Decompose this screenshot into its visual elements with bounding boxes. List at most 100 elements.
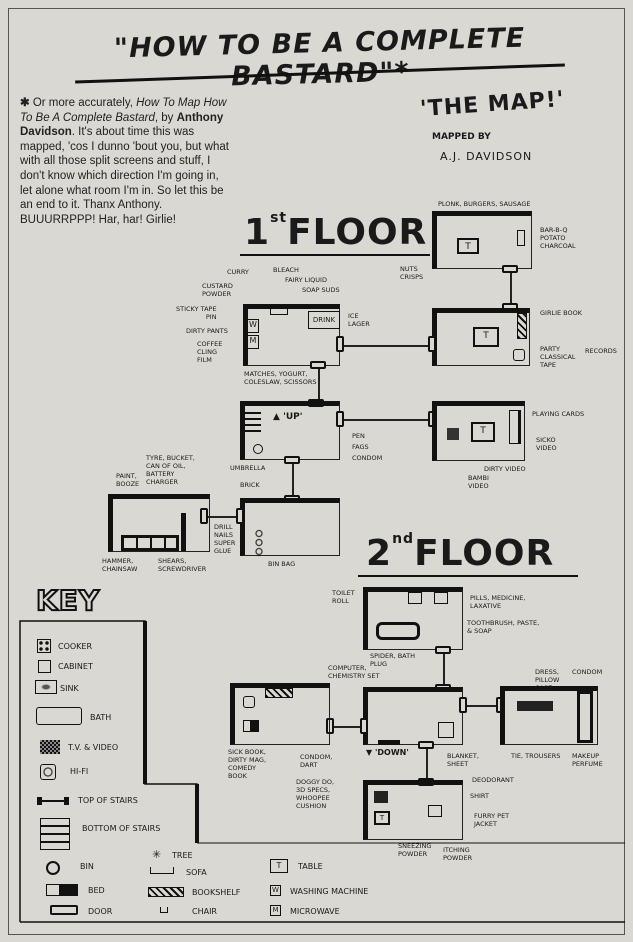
bin-icon bbox=[46, 861, 60, 875]
door[interactable] bbox=[236, 508, 244, 524]
floor-sup: nd bbox=[392, 531, 415, 547]
room-bathroom bbox=[363, 587, 463, 650]
label: MAKEUP PERFUME bbox=[572, 752, 603, 768]
door[interactable] bbox=[418, 741, 434, 749]
connector bbox=[318, 369, 320, 401]
key-label: TOP OF STAIRS bbox=[78, 796, 138, 805]
label: PILLS, MEDICINE, LAXATIVE bbox=[470, 594, 526, 610]
label: SNEEZING POWDER bbox=[398, 842, 432, 858]
connector bbox=[510, 273, 512, 309]
room-garage bbox=[240, 498, 340, 557]
mapped-by-label: MAPPED BY bbox=[432, 132, 491, 142]
label: DIRTY PANTS bbox=[186, 327, 228, 335]
door[interactable] bbox=[200, 508, 208, 524]
chair-icon bbox=[160, 907, 168, 913]
label: NUTS CRISPS bbox=[400, 265, 424, 281]
intro-author: Anthony Davidson bbox=[20, 111, 224, 139]
door[interactable] bbox=[428, 336, 436, 352]
cooker-icon bbox=[37, 639, 51, 653]
key-label: WASHING MACHINE bbox=[290, 887, 369, 896]
tv-video-icon bbox=[447, 428, 459, 440]
label: FURRY PET JACKET bbox=[474, 812, 510, 828]
door[interactable] bbox=[435, 646, 451, 654]
washing-machine-icon: W bbox=[270, 885, 281, 896]
connector bbox=[334, 726, 362, 728]
key-label: CABINET bbox=[58, 662, 93, 671]
shelves-icon bbox=[121, 535, 179, 551]
bookshelf-icon bbox=[517, 313, 527, 339]
label: FAIRY LIQUID bbox=[285, 276, 327, 284]
bin-bags-icon bbox=[255, 529, 263, 557]
label: DRESS, PILLOW CASE bbox=[535, 668, 560, 692]
wardrobe-icon bbox=[577, 691, 593, 743]
table-icon: T bbox=[270, 859, 288, 873]
intro-part: Or more accurately, bbox=[29, 97, 137, 109]
door[interactable] bbox=[360, 718, 368, 734]
door[interactable] bbox=[336, 336, 344, 352]
bed-icon bbox=[517, 701, 553, 711]
door[interactable] bbox=[326, 718, 334, 734]
label: PLAYING CARDS bbox=[532, 410, 585, 418]
bin-icon bbox=[253, 444, 263, 454]
label: CONDOM bbox=[352, 454, 383, 462]
bath-icon bbox=[376, 622, 420, 640]
label: TOOTHBRUSH, PASTE, & SOAP bbox=[467, 619, 540, 635]
label: SICKO VIDEO bbox=[536, 436, 557, 452]
room-bedroom-left bbox=[230, 683, 330, 745]
key-label: T.V. & VIDEO bbox=[68, 743, 119, 752]
door[interactable] bbox=[459, 697, 467, 713]
room-garden: T bbox=[432, 211, 532, 269]
cabinet-icon bbox=[428, 805, 442, 817]
bed-icon bbox=[243, 720, 259, 732]
key-label: HI-FI bbox=[70, 767, 89, 776]
room-shed bbox=[108, 494, 210, 552]
sofa-icon bbox=[150, 867, 174, 874]
asterisk-icon: ✱ bbox=[20, 97, 30, 109]
key-heading: KEY bbox=[35, 583, 101, 618]
connector bbox=[292, 464, 294, 498]
bottom-of-stairs-icon bbox=[40, 818, 70, 850]
label: HAMMER, CHAINSAW bbox=[102, 557, 138, 573]
label: BLANKET, SHEET bbox=[447, 752, 479, 768]
top-of-stairs-icon bbox=[37, 797, 69, 805]
key-label: TABLE bbox=[298, 862, 323, 871]
label: CUSTARD POWDER bbox=[202, 282, 233, 298]
up-label: ▲ 'UP' bbox=[273, 412, 303, 422]
label: CURRY bbox=[227, 268, 249, 276]
label: DIRTY VIDEO bbox=[484, 465, 526, 473]
label: MATCHES, YOGURT, COLESLAW, SCISSORS bbox=[244, 370, 317, 386]
label: SHEARS, SCREWDRIVER bbox=[158, 557, 207, 573]
connector bbox=[208, 516, 238, 518]
label: ICE LAGER bbox=[348, 312, 370, 328]
label: PAINT, BOOZE bbox=[116, 472, 140, 488]
door[interactable] bbox=[284, 456, 300, 464]
up-text: 'UP' bbox=[283, 412, 303, 422]
label: COMPUTER, CHEMISTRY SET bbox=[328, 664, 380, 680]
table-icon: T bbox=[471, 422, 495, 442]
label: ITCHING POWDER bbox=[443, 846, 473, 862]
key-label: BOTTOM OF STAIRS bbox=[82, 824, 161, 833]
door[interactable] bbox=[336, 411, 344, 427]
intro-part: , by bbox=[154, 111, 177, 124]
label: GIRLIE BOOK bbox=[540, 309, 583, 317]
bookshelf-icon bbox=[148, 887, 184, 897]
microwave-icon: M bbox=[270, 905, 281, 916]
label: PEN bbox=[352, 432, 365, 440]
room-kitchen: W M DRINK bbox=[243, 304, 340, 366]
cabinet-icon bbox=[509, 410, 521, 444]
door[interactable] bbox=[310, 361, 326, 369]
cabinet-icon bbox=[38, 660, 51, 673]
label: BAMBI VIDEO bbox=[468, 474, 489, 490]
connector bbox=[344, 345, 432, 347]
door-icon bbox=[50, 905, 78, 915]
label: CONDOM bbox=[572, 668, 603, 676]
hifi-icon bbox=[513, 349, 525, 361]
room-bedroom-right bbox=[500, 686, 598, 745]
door[interactable] bbox=[502, 265, 518, 273]
key-label: CHAIR bbox=[192, 907, 217, 916]
cabinet-icon bbox=[438, 722, 454, 738]
cabinet-icon bbox=[434, 592, 448, 604]
bed-icon bbox=[46, 884, 78, 896]
wall bbox=[181, 513, 186, 551]
